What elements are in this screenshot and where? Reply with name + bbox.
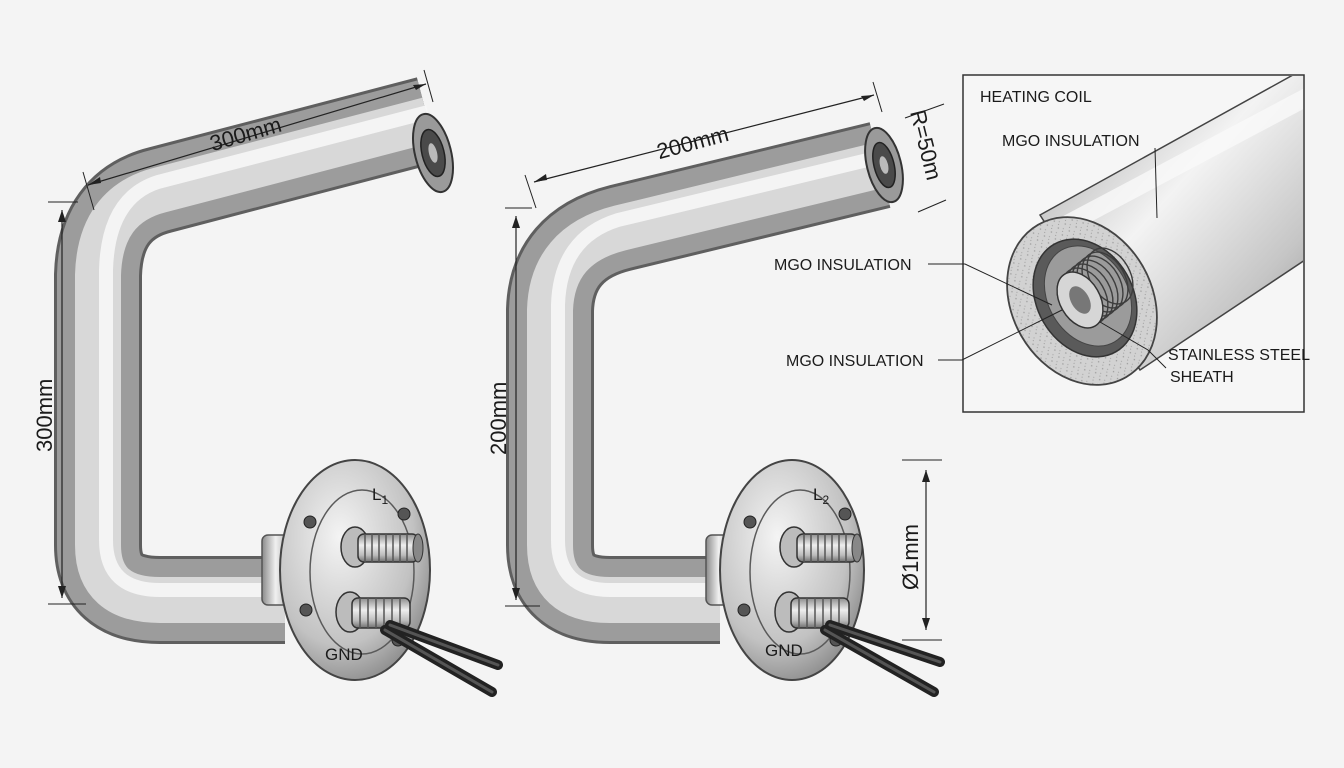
diameter-label: Ø1mm: [898, 524, 923, 590]
heater-2-terminal-label-top: L2: [813, 485, 829, 507]
heater-1-terminal-label-bottom: GND: [325, 645, 363, 664]
heater-2: L2 GND 200mm 200mm R=50m: [486, 81, 947, 697]
detail-label-mgo-top: MGO INSULATION: [1002, 133, 1140, 150]
bolt-hole: [743, 515, 757, 529]
heater-1-length-side: 300mm: [32, 379, 57, 452]
bolt-hole: [838, 507, 852, 521]
heater-2-length-side: 200mm: [486, 382, 511, 455]
heater-2-length-top: 200mm: [654, 121, 731, 164]
detail-title: HEATING COIL: [980, 89, 1092, 106]
detail-inset: HEATING COIL MGO INSULATION MGO INSULATI…: [774, 74, 1310, 413]
bolt-hole: [299, 603, 313, 617]
heater-1-terminal-gnd: [335, 591, 411, 633]
detail-label-mgo-2: MGO INSULATION: [786, 353, 924, 370]
heater-2-cables: [820, 620, 945, 697]
heater-2-dim-side: 200mm: [486, 207, 540, 607]
detail-label-sheath-2: SHEATH: [1170, 369, 1234, 386]
heater-2-dim-diameter: Ø1mm: [898, 459, 942, 641]
bolt-hole: [303, 515, 317, 529]
detail-label-mgo-1: MGO INSULATION: [774, 257, 912, 274]
bend-radius-label: R=50m: [905, 107, 947, 182]
detail-label-sheath-1: STAINLESS STEEL: [1168, 347, 1310, 364]
bolt-hole: [737, 603, 751, 617]
heater-1-cables: [380, 620, 503, 697]
heater-2-terminal-gnd: [774, 591, 850, 633]
heater-2-terminal-l2: [779, 526, 863, 568]
bolt-hole: [397, 507, 411, 521]
heater-2-terminal-label-bottom: GND: [765, 641, 803, 660]
heater-2-bend-radius: R=50m: [904, 103, 947, 213]
heater-1-terminal-label-top: L1: [372, 485, 388, 507]
heater-1-dim-side: 300mm: [32, 201, 86, 605]
heater-1-terminal-l1: [340, 526, 424, 568]
heater-1: L1 GND 300mm 300mm: [32, 69, 503, 697]
